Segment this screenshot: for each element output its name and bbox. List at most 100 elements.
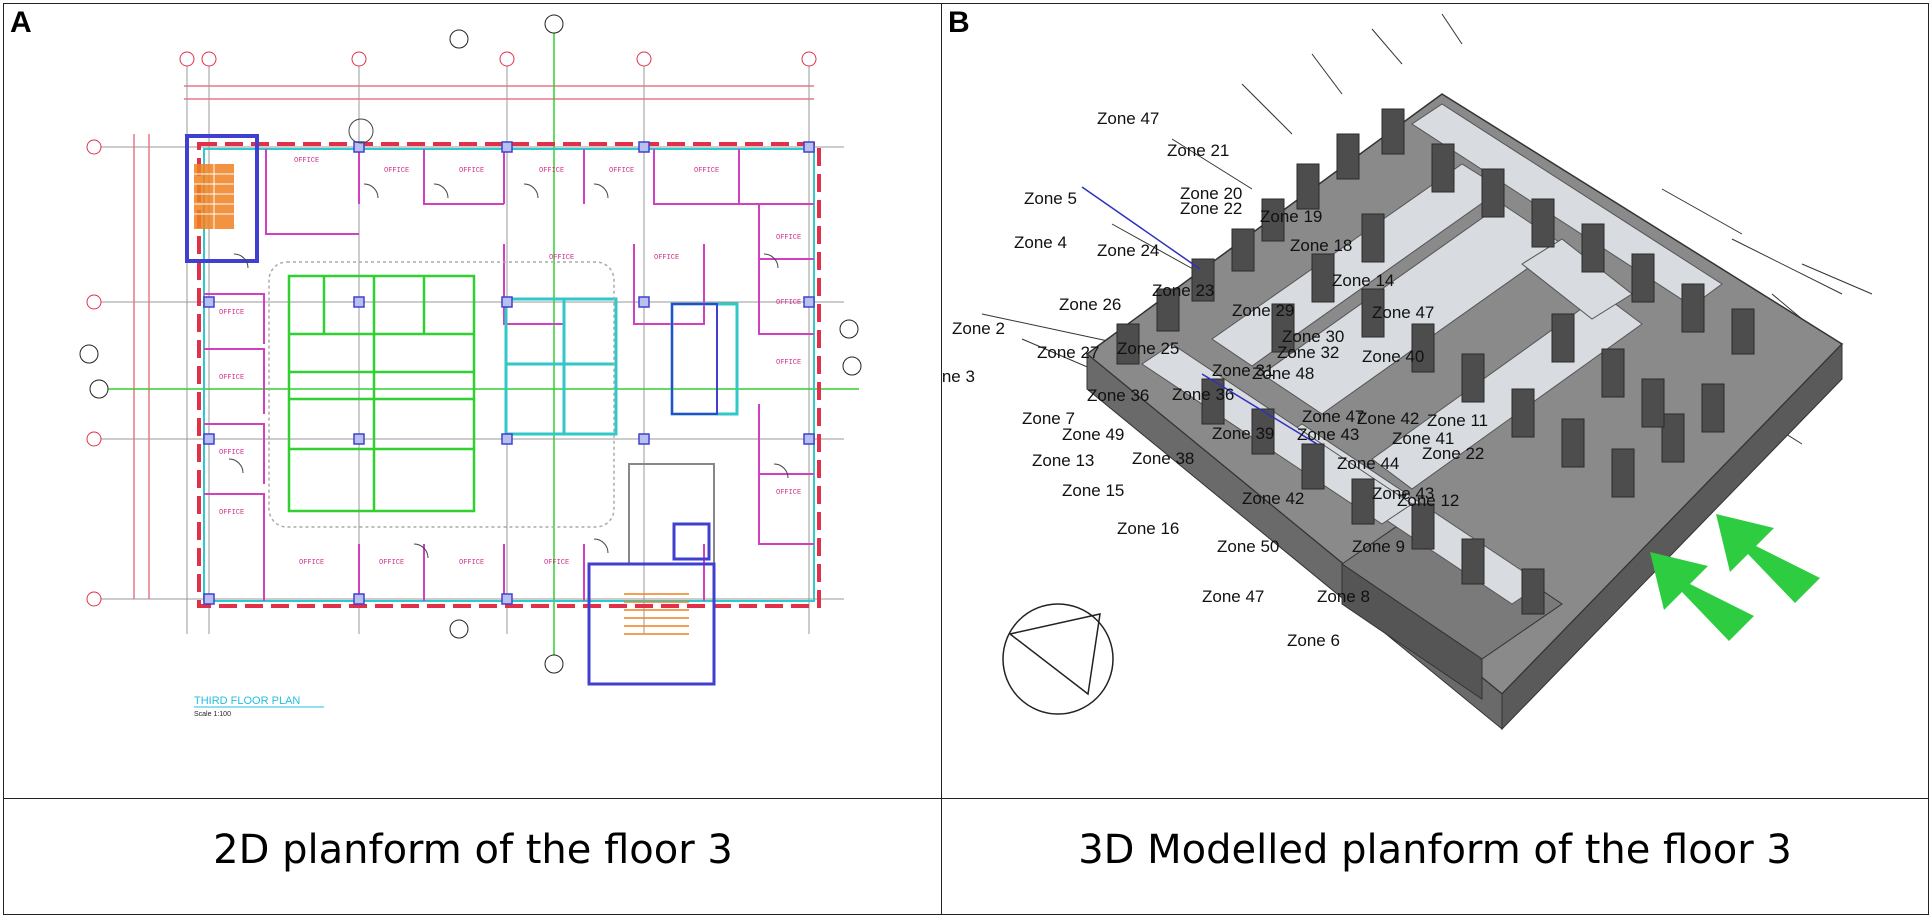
caption-b-cell: 3D Modelled planform of the floor 3 — [941, 798, 1929, 915]
svg-text:OFFICE: OFFICE — [219, 309, 244, 317]
zone-label: Zone 49 — [1062, 425, 1124, 444]
zone-label: Zone 47 — [1202, 587, 1264, 606]
zone-label: Zone 43 — [1297, 425, 1359, 444]
section-lines — [99, 19, 859, 669]
zone-label: Zone 29 — [1232, 301, 1294, 320]
svg-text:OFFICE: OFFICE — [776, 234, 801, 242]
zone-label: Zone 36 — [1087, 386, 1149, 405]
floor-plan-2d: OFFICE OFFICE OFFICE OFFICE OFFICE OFFIC… — [79, 14, 862, 718]
zone-label: Zone 20 — [1180, 184, 1242, 203]
stair-core-top — [185, 134, 259, 263]
svg-text:OFFICE: OFFICE — [294, 157, 319, 165]
zone-label: Zone 21 — [1167, 141, 1229, 160]
panel-a: A — [3, 3, 943, 800]
zone-label: Zone 32 — [1277, 343, 1339, 362]
structural-columns — [203, 141, 815, 605]
grid-lines — [94, 64, 844, 634]
zone-label: Zone 40 — [1362, 347, 1424, 366]
svg-text:OFFICE: OFFICE — [549, 254, 574, 262]
dimension-lines — [133, 85, 814, 599]
zone-label: Zone 13 — [1032, 451, 1094, 470]
svg-text:OFFICE: OFFICE — [776, 489, 801, 497]
svg-text:OFFICE: OFFICE — [384, 167, 409, 175]
grid-bubbles — [86, 51, 817, 607]
exterior-walls — [197, 142, 821, 608]
zone-label: Zone 23 — [1152, 281, 1214, 300]
zone-label: Zone 3 — [942, 367, 975, 386]
zone-label: Zone 22 — [1180, 199, 1242, 218]
zone-label: Zone 42 — [1242, 489, 1304, 508]
svg-text:OFFICE: OFFICE — [379, 559, 404, 567]
panel-b-letter: B — [948, 6, 970, 39]
svg-text:OFFICE: OFFICE — [544, 559, 569, 567]
zone-label: Zone 12 — [1397, 491, 1459, 510]
zone-label: Zone 30 — [1282, 327, 1344, 346]
zone-label: Zone 7 — [1022, 409, 1075, 428]
service-core — [504, 297, 739, 436]
zone-label: Zone 22 — [1422, 444, 1484, 463]
svg-text:OFFICE: OFFICE — [654, 254, 679, 262]
zone-label: Zone 19 — [1260, 207, 1322, 226]
zone-label: Zone 4 — [1014, 233, 1067, 252]
model-stair-block-side — [1341, 563, 1483, 700]
zone-labels: Zone 47 Zone 21 Zone 5 Zone 4 Zone 24 Zo… — [942, 109, 1488, 650]
office-partitions — [204, 149, 814, 601]
room-tags: OFFICE OFFICE OFFICE OFFICE OFFICE OFFIC… — [219, 157, 801, 567]
zone-label: Zone 38 — [1132, 449, 1194, 468]
zone-label: Zone 50 — [1217, 537, 1279, 556]
svg-text:OFFICE: OFFICE — [459, 167, 484, 175]
svg-text:OFFICE: OFFICE — [539, 167, 564, 175]
svg-text:OFFICE: OFFICE — [609, 167, 634, 175]
svg-text:OFFICE: OFFICE — [219, 509, 244, 517]
caption-a-cell: 2D planform of the floor 3 — [3, 798, 943, 915]
model-slab-side-right — [1501, 342, 1843, 731]
floor-model-3d: Zone 47 Zone 21 Zone 5 Zone 4 Zone 24 Zo… — [942, 13, 1873, 731]
zone-label: Zone 11 — [1427, 411, 1488, 430]
zone-label: Zone 8 — [1317, 587, 1370, 606]
north-arrow-icon — [1002, 603, 1114, 715]
zone-label: Zone 47 — [1372, 303, 1434, 322]
svg-text:OFFICE: OFFICE — [299, 559, 324, 567]
open-plan-cubicles — [287, 274, 476, 513]
zone-label: Zone 31 — [1212, 361, 1274, 380]
svg-text:OFFICE: OFFICE — [694, 167, 719, 175]
model-wall-blocks — [1116, 108, 1755, 615]
zone-label: Zone 2 — [952, 319, 1005, 338]
zone-label: Zone 6 — [1287, 631, 1340, 650]
plan-scale: Scale 1:100 — [194, 711, 231, 718]
panel-b: B — [941, 3, 1929, 800]
zone-label: Zone 48 — [1252, 364, 1314, 383]
section-markers — [79, 14, 862, 674]
zone-label: Zone 39 — [1212, 424, 1274, 443]
zone-label: Zone 36 — [1172, 385, 1234, 404]
zone-label: Zone 25 — [1117, 339, 1179, 358]
svg-text:OFFICE: OFFICE — [776, 359, 801, 367]
wind-arrows-icon — [1650, 514, 1820, 641]
zone-label: Zone 16 — [1117, 519, 1179, 538]
zone-label: Zone 5 — [1024, 189, 1077, 208]
zone-label: Zone 41 — [1392, 429, 1454, 448]
zone-label: Zone 26 — [1059, 295, 1121, 314]
zone-label: Zone 15 — [1062, 481, 1124, 500]
zone-label: Zone 18 — [1290, 236, 1352, 255]
zone-label: Zone 27 — [1037, 343, 1099, 362]
svg-text:OFFICE: OFFICE — [459, 559, 484, 567]
zone-label: Zone 43 — [1372, 484, 1434, 503]
zone-label: Zone 47 — [1097, 109, 1159, 128]
model-blue-edges — [1081, 186, 1318, 445]
svg-text:OFFICE: OFFICE — [219, 374, 244, 382]
svg-text:OFFICE: OFFICE — [219, 449, 244, 457]
door-swings — [228, 118, 789, 559]
caption-b: 3D Modelled planform of the floor 3 — [1078, 827, 1792, 873]
stair-core-bottom — [587, 463, 716, 686]
zone-label: Zone 9 — [1352, 537, 1405, 556]
zone-label: Zone 42 — [1357, 409, 1419, 428]
svg-text:OFFICE: OFFICE — [776, 299, 801, 307]
zone-label: Zone 24 — [1097, 241, 1159, 260]
caption-a: 2D planform of the floor 3 — [213, 827, 733, 873]
zone-label: Zone 14 — [1332, 271, 1394, 290]
open-plan-boundary — [268, 261, 615, 528]
plan-title: THIRD FLOOR PLAN — [194, 695, 300, 707]
zone-label: Zone 47 — [1302, 407, 1364, 426]
